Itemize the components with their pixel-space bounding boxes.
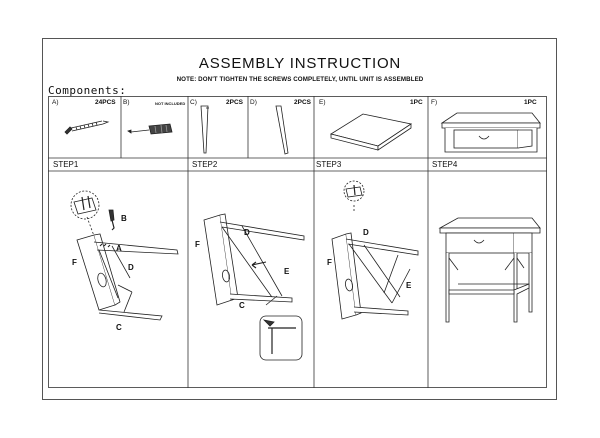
component-c-count: 2PCS <box>226 99 243 106</box>
step-3-part-e: E <box>406 281 412 290</box>
component-d-letter: D) <box>250 99 257 106</box>
outer-frame <box>42 38 557 400</box>
step-2-part-c: C <box>239 301 245 310</box>
leg-d-icon <box>275 105 289 155</box>
step-2-part-d: D <box>244 228 250 237</box>
assembly-note: NOTE: DON'T TIGHTEN THE SCREWS COMPLETEL… <box>176 76 424 83</box>
step-1-part-c: C <box>116 323 122 332</box>
step-3-diagram <box>331 180 419 320</box>
component-b-letter: B) <box>123 99 130 106</box>
step-1-part-b: B <box>121 214 127 223</box>
component-e-letter: E) <box>319 99 326 106</box>
step-1-part-f: F <box>72 258 77 267</box>
step-2-diagram <box>203 213 305 361</box>
component-c-letter: C) <box>190 99 197 106</box>
table-top-with-drawer-icon <box>440 112 541 153</box>
page-title: ASSEMBLY INSTRUCTION <box>198 55 402 72</box>
component-e-count: 1PC <box>410 99 423 106</box>
step-4-label: STEP4 <box>432 160 458 169</box>
step-1-part-d: D <box>128 263 134 272</box>
shelf-panel-icon <box>329 113 413 151</box>
leg-c-icon <box>200 105 209 154</box>
components-label: Components: <box>48 84 127 97</box>
component-f-count: 1PC <box>524 99 537 106</box>
screw-icon <box>64 120 110 135</box>
component-f-letter: F) <box>431 99 438 106</box>
components-grid <box>48 96 547 388</box>
step-1-diagram <box>70 190 179 321</box>
step-3-label: STEP3 <box>316 160 342 169</box>
step-1-part-a: A <box>116 244 122 253</box>
component-b-count: NOT INCLUDED <box>155 101 186 106</box>
step-4-assembled-table-diagram <box>438 217 541 323</box>
component-a-letter: A) <box>52 99 59 106</box>
step-3-part-f: F <box>327 258 332 267</box>
screwdriver-icon <box>127 123 173 135</box>
step-2-part-e: E <box>284 267 290 276</box>
step-2-label: STEP2 <box>192 160 218 169</box>
component-d-count: 2PCS <box>294 99 311 106</box>
component-a-count: 24PCS <box>95 99 116 106</box>
step-2-part-f: F <box>195 240 200 249</box>
step-3-part-d: D <box>363 228 369 237</box>
step-1-label: STEP1 <box>53 160 79 169</box>
